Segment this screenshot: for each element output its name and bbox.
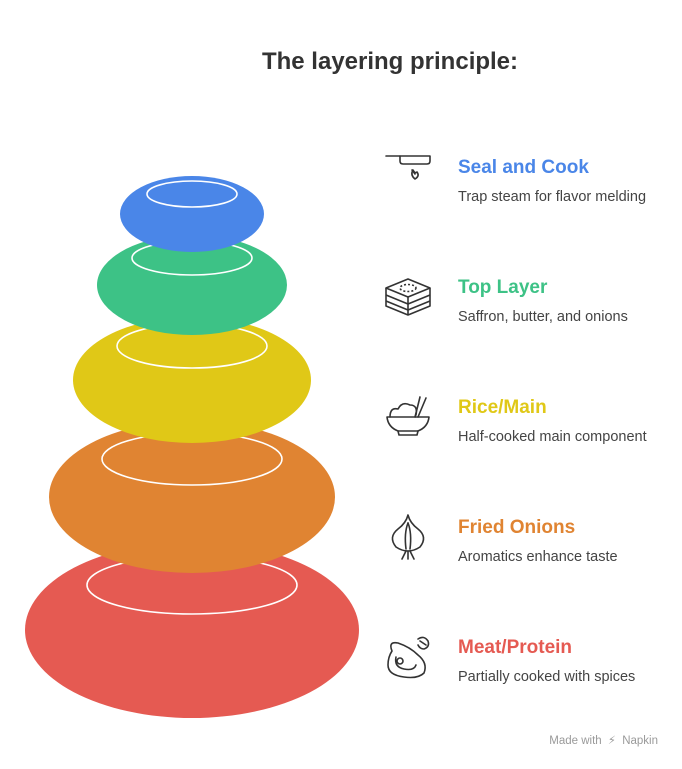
pan-on-flame-icon [385,155,431,180]
layer-item-top-layer: Top Layer Saffron, butter, and onions [384,277,674,347]
layer-description: Trap steam for flavor melding [458,189,647,205]
layer-cake-icon [385,278,431,316]
layer-disc-fried-onions [49,421,335,573]
layer-item-seal-and-cook: Seal and Cook Trap steam for flavor meld… [384,155,674,227]
layer-description: Aromatics enhance taste [458,549,618,565]
layer-label: Top Layer [458,277,548,298]
layer-item-meat-protein: Meat/Protein Partially cooked with spice… [384,636,674,707]
layer-description: Partially cooked with spices [458,669,636,685]
meat-icon [387,636,430,679]
layer-label: Meat/Protein [458,637,573,658]
onion-icon [391,514,425,560]
napkin-watermark: Made with ⚡ Napkin [549,733,658,747]
layer-label: Rice/Main [458,397,547,418]
napkin-logo-icon: ⚡ [607,735,616,747]
layer-item-rice-main: Rice/Main Half-cooked main component [384,396,674,467]
layer-description: Half-cooked main component [458,429,647,445]
brand-text: Napkin [622,735,658,747]
layer-disc-seal-and-cook [120,176,264,252]
layer-disc-rice-main [73,317,311,443]
layer-label: Fried Onions [458,517,576,538]
layer-label: Seal and Cook [458,157,589,178]
made-with-text: Made with [549,735,602,747]
layer-item-fried-onions: Fried Onions Aromatics enhance taste [384,514,674,587]
page-title: The layering principle: [261,48,519,75]
rice-bowl-icon [386,396,430,436]
layer-description: Saffron, butter, and onions [458,309,628,325]
